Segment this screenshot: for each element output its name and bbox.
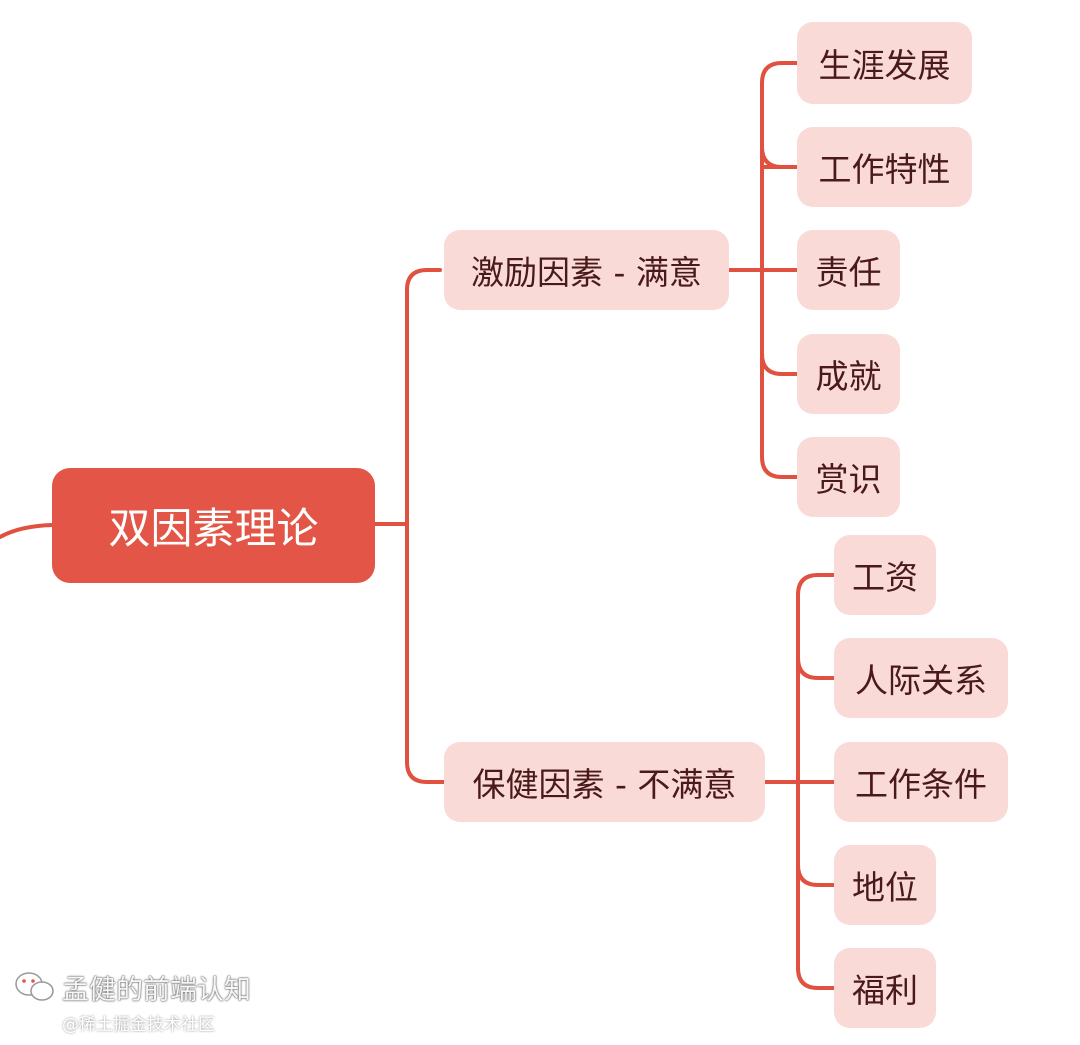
leaf-label: 地位 [852, 868, 918, 907]
leaf-label: 责任 [815, 253, 882, 292]
leaf-node[interactable]: 工资 [834, 535, 936, 615]
leaf-label: 工资 [852, 558, 918, 597]
leaf-node[interactable]: 赏识 [797, 437, 900, 517]
branch-node-hygiene[interactable]: 保健因素 - 不满意 [444, 742, 765, 822]
leaf-node[interactable]: 责任 [797, 230, 900, 310]
branch-node-motivators[interactable]: 激励因素 - 满意 [444, 230, 729, 310]
root-node[interactable]: 双因素理论 [52, 468, 375, 583]
leaf-label: 福利 [852, 971, 918, 1010]
branch-label: 激励因素 - 满意 [471, 253, 702, 292]
leaf-node[interactable]: 福利 [834, 948, 936, 1028]
leaf-node[interactable]: 人际关系 [834, 638, 1008, 718]
leaf-label: 工作条件 [855, 765, 987, 804]
leaf-node[interactable]: 生涯发展 [797, 22, 972, 104]
leaf-label: 成就 [815, 357, 882, 396]
leaf-node[interactable]: 工作特性 [797, 127, 972, 207]
leaf-label: 赏识 [815, 460, 882, 499]
leaf-label: 生涯发展 [818, 46, 951, 85]
leaf-label: 工作特性 [818, 150, 951, 189]
branch-label: 保健因素 - 不满意 [472, 765, 737, 804]
root-label: 双因素理论 [108, 504, 319, 553]
leaf-node[interactable]: 地位 [834, 845, 936, 925]
leaf-label: 人际关系 [855, 661, 987, 700]
leaf-node[interactable]: 成就 [797, 334, 900, 414]
trunk-connector [405, 268, 446, 784]
watermark-source: @稀土掘金技术社区 [62, 1015, 215, 1035]
leaf-node[interactable]: 工作条件 [834, 742, 1008, 822]
incoming-connector [0, 523, 54, 539]
wechat-icon [15, 972, 54, 1001]
watermark-title: 孟健的前端认知 [62, 975, 251, 1006]
